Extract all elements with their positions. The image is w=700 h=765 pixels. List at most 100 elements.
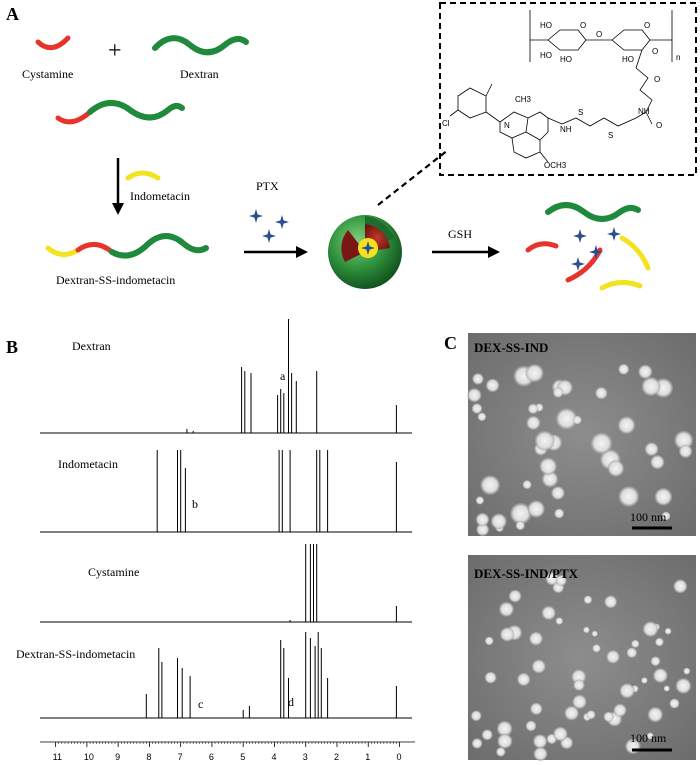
svg-text:O: O <box>656 121 662 130</box>
tem-particle <box>471 738 483 749</box>
tem-particle <box>531 659 546 674</box>
tem-particle <box>591 630 598 637</box>
tem-particle <box>485 378 500 393</box>
tem-particle <box>476 523 490 537</box>
svg-text:O: O <box>596 30 602 39</box>
nmr-trace-0 <box>40 319 412 434</box>
plus-sign: + <box>108 38 122 64</box>
tem-particle <box>475 512 490 527</box>
tem-particle <box>477 412 487 422</box>
spectrum-label-dextran: Dextran <box>72 339 111 353</box>
tem-particle <box>522 480 532 490</box>
product-green-segment <box>109 233 209 259</box>
tem-particle <box>606 650 620 664</box>
conjugate-green-segment <box>87 100 185 121</box>
tem-particle <box>664 627 672 635</box>
svg-text:HO: HO <box>540 21 552 30</box>
spectrum-label-dextran-ss-indometacin: Dextran-SS-indometacin <box>16 647 135 661</box>
tem-particle <box>678 444 693 458</box>
svg-text:CH3: CH3 <box>515 95 532 104</box>
svg-text:O: O <box>652 47 658 56</box>
svg-text:NH: NH <box>560 125 572 134</box>
tem-particle <box>642 621 659 637</box>
tem-particle <box>499 601 514 617</box>
tem-particle <box>653 668 668 683</box>
tem-particle <box>564 705 579 721</box>
tem-particle <box>481 729 493 741</box>
nmr-tick-label-5: 5 <box>240 752 245 762</box>
spectrum-marker-a: a <box>280 369 286 383</box>
tem-particle <box>644 442 659 456</box>
tem-particle <box>480 475 501 495</box>
tem-particle <box>470 710 482 722</box>
tem-particle <box>618 363 630 375</box>
ptx-star-3 <box>262 229 276 243</box>
indometacin-strand <box>125 170 161 181</box>
nmr-tick-label-2: 2 <box>334 752 339 762</box>
dextran-strand <box>152 35 249 56</box>
spectrum-marker-b: b <box>192 497 198 511</box>
svg-text:N: N <box>504 121 510 130</box>
cystamine-strand <box>35 35 71 51</box>
tem-particle <box>617 416 636 435</box>
tem-particle <box>490 513 507 530</box>
nmr-trace-3 <box>40 632 412 719</box>
product-red-segment <box>75 242 115 255</box>
tem-particle <box>484 636 494 646</box>
indometacin-label: Indometacin <box>130 189 190 203</box>
tem-particle <box>471 403 483 414</box>
nmr-trace-1 <box>40 450 412 533</box>
svg-text:O: O <box>654 75 660 84</box>
tem-particle <box>663 685 670 692</box>
tem-particle <box>553 726 568 742</box>
tem-particle <box>467 388 482 403</box>
tem-particle <box>534 430 555 451</box>
conjugate-red-segment <box>55 109 93 125</box>
svg-text:HO: HO <box>622 55 634 64</box>
structure-box <box>439 2 697 176</box>
tem-particle <box>619 683 635 699</box>
panel-label-b: B <box>6 337 18 357</box>
svg-text:NH: NH <box>638 107 650 116</box>
product-label: Dextran-SS-indometacin <box>56 273 175 287</box>
tem-title-1: DEX-SS-IND <box>474 340 548 355</box>
nanoparticle-sphere <box>328 215 402 289</box>
ptx-star-1 <box>249 209 263 223</box>
tem-particle <box>541 605 556 621</box>
tem-particle <box>604 595 618 609</box>
tem-particle <box>572 415 582 425</box>
tem-title-2: DEX-SS-IND/PTX <box>474 566 579 581</box>
tem-particle <box>527 500 545 518</box>
tem-particle <box>590 432 613 455</box>
tem-particle <box>626 647 638 658</box>
tem-particle <box>551 486 565 500</box>
svg-text:O: O <box>580 21 586 30</box>
tem-particle <box>525 720 537 732</box>
spectrum-label-indometacin: Indometacin <box>58 457 118 471</box>
tem-scale-label-2: 100 nm <box>630 731 667 745</box>
tem-particle <box>545 571 559 586</box>
tem-particle <box>555 408 578 430</box>
tem-particle <box>475 496 485 505</box>
nmr-trace-2 <box>40 544 412 623</box>
tem-particle <box>472 373 484 385</box>
tem-particle <box>592 644 601 653</box>
tem-particle <box>638 364 653 379</box>
panel-label-c: C <box>444 333 457 353</box>
panel-label-a: A <box>6 4 19 24</box>
tem-particle <box>607 460 625 477</box>
tem-particle <box>595 386 608 400</box>
nmr-tick-label-9: 9 <box>115 752 120 762</box>
tem-particle <box>641 677 648 684</box>
tem-particle <box>654 487 673 506</box>
tem-particle <box>641 377 661 396</box>
tem-particle <box>675 678 692 694</box>
tem-particle <box>496 747 506 757</box>
spectrum-marker-c: c <box>198 697 203 711</box>
tem-particle <box>527 403 539 414</box>
gsh-label: GSH <box>448 227 472 241</box>
zoom-connector <box>377 149 449 206</box>
ptx-label: PTX <box>256 179 279 193</box>
